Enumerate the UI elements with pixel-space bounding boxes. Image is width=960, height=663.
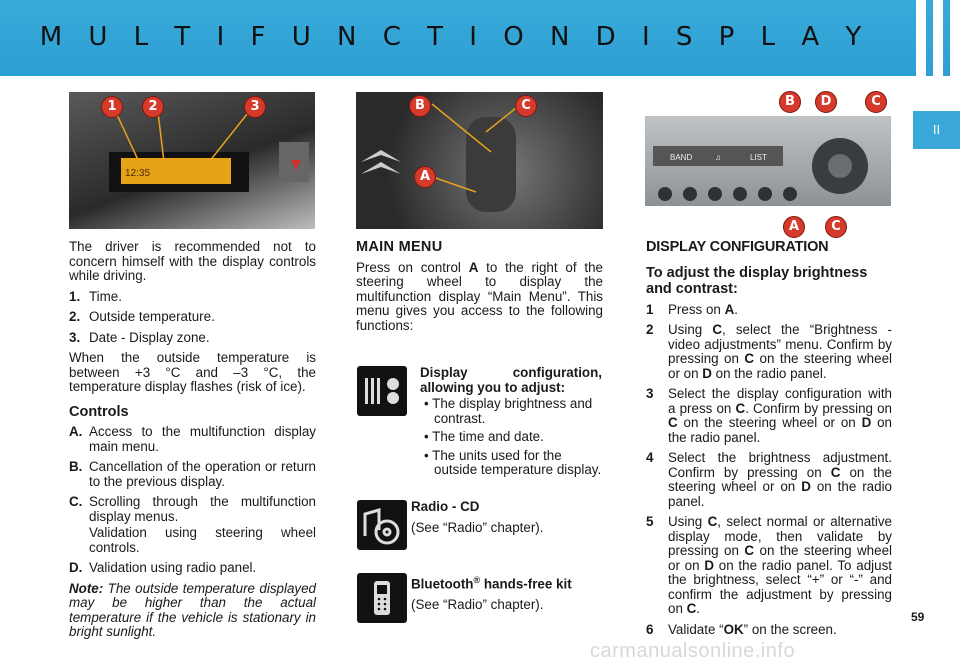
- callout-2: 2: [142, 96, 164, 118]
- radio-label-list: LIST: [750, 153, 767, 162]
- page-title: M U L T I F U N C T I O N D I S P L A Y: [39, 22, 871, 52]
- main-menu-heading: MAIN MENU: [356, 239, 443, 255]
- intro-text: The driver is recommended not to concern…: [69, 239, 316, 283]
- callout-A: A: [414, 166, 436, 188]
- temperature-para: When the outside temperature is between …: [69, 350, 316, 394]
- callout-B-radio: B: [779, 91, 801, 113]
- control-item: D.Validation using radio panel.: [69, 560, 257, 575]
- watermark: carmanualsonline.info: [590, 640, 796, 662]
- header-bar: M U L T I F U N C T I O N D I S P L A Y: [0, 0, 960, 76]
- bluetooth-phone-icon: [357, 573, 407, 623]
- dashboard-display-photo: 12:35: [69, 92, 315, 229]
- control-item: B.Cancellation of the operation or retur…: [69, 459, 316, 489]
- callout-1: 1: [101, 96, 123, 118]
- header-decor-bars: [908, 0, 960, 76]
- radio-cd-icon: [357, 500, 407, 550]
- control-item: A.Access to the multifunction display ma…: [69, 424, 316, 454]
- control-item: Validation using steering wheel controls…: [89, 525, 316, 555]
- callout-C-radio-bottom: C: [825, 216, 847, 238]
- control-item: C.Scrolling through the multifunction di…: [69, 494, 316, 524]
- steering-illustration: [361, 103, 522, 212]
- callout-A-radio: A: [783, 216, 805, 238]
- callout-3: 3: [244, 96, 266, 118]
- chapter-tab[interactable]: II: [913, 111, 960, 149]
- adjust-subheading: To adjust the display brightness and con…: [646, 264, 868, 297]
- controls-heading: Controls: [69, 403, 129, 420]
- radio-illustration: BAND ♫ LIST: [653, 138, 868, 201]
- note: Note: The outside temperature displayed …: [69, 580, 316, 639]
- function-bluetooth: Bluetooth® hands-free kit (See “Radio” c…: [411, 575, 572, 612]
- steering-wheel-photo: [356, 92, 603, 229]
- middle-column: MAIN MENU Press on control A to the righ…: [356, 240, 603, 339]
- display-time-text: 12:35: [125, 168, 150, 179]
- list-item: 1.Time.: [69, 288, 122, 304]
- list-item: 2.Outside temperature.: [69, 309, 215, 324]
- svg-text:♫: ♫: [715, 153, 721, 162]
- display-config-icon: [357, 366, 407, 416]
- page-number: 59: [911, 610, 925, 624]
- main-menu-intro: Press on control A to the right of the s…: [356, 259, 603, 333]
- right-column: DISPLAY CONFIGURATION To adjust the disp…: [646, 240, 892, 643]
- dashboard-illustration: 12:35: [109, 103, 309, 192]
- display-config-heading: DISPLAY CONFIGURATION: [646, 239, 829, 255]
- function-radio-cd: Radio - CD (See “Radio” chapter).: [411, 499, 544, 535]
- list-item: 3.Date - Display zone.: [69, 329, 210, 345]
- callout-C: C: [515, 95, 537, 117]
- radio-label-band: BAND: [670, 153, 692, 162]
- left-column: The driver is recommended not to concern…: [69, 239, 316, 646]
- radio-panel-photo: BAND ♫ LIST: [645, 116, 891, 206]
- callout-B: B: [409, 95, 431, 117]
- callout-C-radio: C: [865, 91, 887, 113]
- callout-D-radio: D: [815, 91, 837, 113]
- function-display-config: Display configuration, allowing you to a…: [420, 365, 602, 477]
